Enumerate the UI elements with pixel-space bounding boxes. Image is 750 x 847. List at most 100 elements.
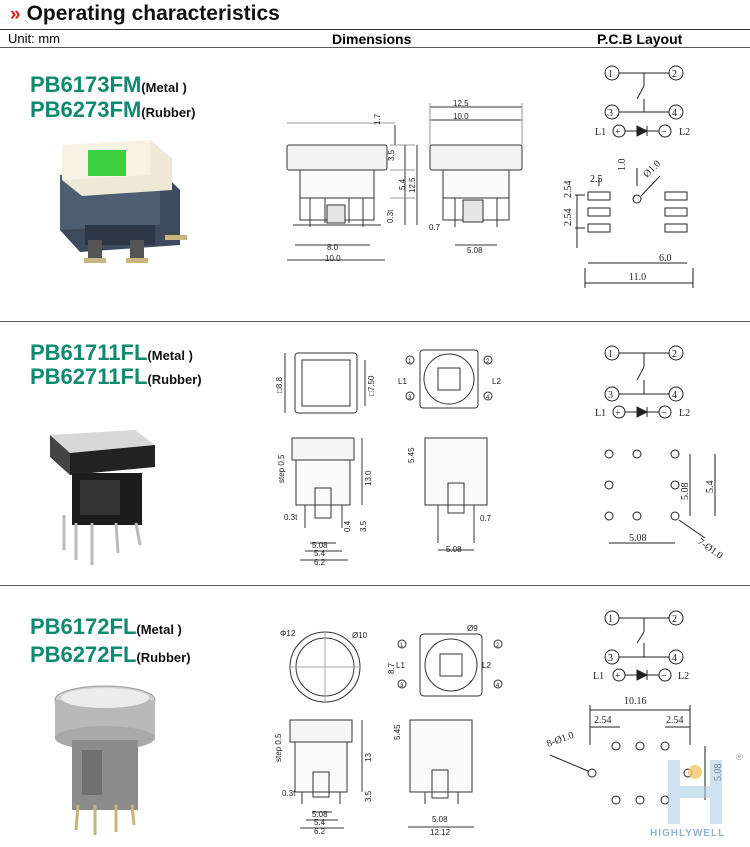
dim-square-outer: 12.5 bbox=[453, 99, 469, 108]
dim-1-0: 1.0 bbox=[617, 159, 628, 172]
dim-8-7: 8.7 bbox=[387, 662, 396, 674]
dim-0-4: 0.4 bbox=[343, 520, 352, 532]
pin-2: 2 bbox=[672, 349, 677, 360]
material-tag: (Metal ) bbox=[136, 622, 182, 637]
dim-phi-12: Φ12 bbox=[280, 629, 296, 638]
dim-holes: 8-Ø1.0 bbox=[545, 730, 575, 750]
minus-sign: − bbox=[661, 671, 667, 682]
pin-3: 3 bbox=[608, 108, 613, 119]
column-header-dimensions: Dimensions bbox=[332, 31, 412, 47]
dim-6-0: 6.0 bbox=[659, 253, 672, 264]
watermark-text: HIGHLYWELL bbox=[650, 828, 726, 839]
dim-base-5-08: 5.08 bbox=[446, 545, 462, 554]
pin-4: 4 bbox=[672, 390, 677, 401]
dim-12-12: 12.12 bbox=[430, 828, 451, 837]
pin-3: 3 bbox=[608, 653, 613, 664]
label-l2: L2 bbox=[482, 661, 491, 670]
dim-width-outer: 10.0 bbox=[325, 254, 341, 263]
dim-6-2: 6.2 bbox=[314, 558, 326, 567]
dim-cap: 3.5 bbox=[387, 149, 396, 161]
model-code: PB61711FL bbox=[30, 340, 148, 365]
label-l1: L1 bbox=[398, 377, 407, 386]
material-tag: (Rubber) bbox=[147, 372, 202, 387]
pin-1: 1 bbox=[408, 359, 412, 365]
dimension-drawing-3: Φ12 Ø10 Ø9 8.7 L1 L2 1 2 3 4 step 0.5 5.… bbox=[274, 624, 503, 837]
page-title-text: Operating characteristics bbox=[26, 2, 280, 25]
model-code: PB6173FM bbox=[30, 72, 142, 97]
dim-10-16: 10.16 bbox=[624, 696, 647, 707]
dim-pitch: 5.08 bbox=[467, 246, 483, 255]
material-tag: (Metal ) bbox=[147, 348, 193, 363]
dim-0-3t: 0.3t bbox=[284, 513, 298, 522]
dim-5-08: 5.08 bbox=[312, 541, 328, 550]
label-l1: L1 bbox=[595, 408, 606, 419]
pin-2: 2 bbox=[672, 69, 677, 80]
pin-2: 2 bbox=[496, 643, 500, 649]
dim-2-54-a: 2.54 bbox=[563, 209, 574, 227]
model-code: PB62711FL bbox=[30, 364, 148, 389]
header-divider bbox=[0, 29, 750, 30]
dim-5-45: 5.45 bbox=[393, 724, 402, 740]
label-l1: L1 bbox=[595, 127, 606, 138]
dim-pin: 0.7 bbox=[429, 223, 441, 232]
model-metal: PB6172FL(Metal ) bbox=[30, 614, 182, 640]
dim-thickness: 0.3t bbox=[386, 209, 395, 223]
dim-holes: 7-Ø1.0 bbox=[695, 536, 724, 558]
dim-total: 12.5 bbox=[408, 177, 417, 193]
dim-2-5: 2.5 bbox=[590, 174, 603, 185]
plus-sign: + bbox=[615, 127, 621, 138]
dim-2-54-b: 2.54 bbox=[563, 181, 574, 199]
dimension-drawing-1: 1.7 3.5 5.4 12.5 0.3t 8.0 10.0 0.7 5.08 … bbox=[286, 99, 523, 263]
label-l1: L1 bbox=[593, 671, 604, 682]
pin-3: 3 bbox=[608, 390, 613, 401]
plus-sign: + bbox=[615, 671, 621, 682]
model-rubber: PB6272FL(Rubber) bbox=[30, 642, 191, 668]
pin-4: 4 bbox=[672, 653, 677, 664]
dim-5-08-v: 5.08 bbox=[680, 483, 691, 501]
dim-2-54-right: 2.54 bbox=[666, 715, 684, 726]
model-code: PB6272FL bbox=[30, 642, 137, 667]
model-code: PB6273FM bbox=[30, 97, 142, 122]
header-bottom-divider bbox=[0, 47, 750, 48]
pcb-layout-3: 1 2 3 4 L1 L2 + − 10.16 2.54 2.54 8-Ø1.0… bbox=[545, 610, 724, 805]
registered-mark: ® bbox=[736, 752, 743, 762]
dim-13: 13 bbox=[364, 753, 373, 762]
pin-1: 1 bbox=[400, 643, 404, 649]
dim-3-5: 3.5 bbox=[359, 520, 368, 532]
pin-3: 3 bbox=[408, 395, 412, 401]
dim-5-4: 5.4 bbox=[314, 549, 326, 558]
dim-square-inner: 10.0 bbox=[453, 112, 469, 121]
dim-base-5-08: 5.08 bbox=[432, 815, 448, 824]
label-l1: L1 bbox=[396, 661, 405, 670]
dim-dia-9: Ø9 bbox=[467, 624, 478, 633]
dim-2-54-left: 2.54 bbox=[594, 715, 612, 726]
dim-sq-7-50: □7.50 bbox=[367, 375, 376, 396]
model-rubber: PB62711FL(Rubber) bbox=[30, 364, 202, 390]
material-tag: (Rubber) bbox=[136, 650, 191, 665]
label-l2: L2 bbox=[679, 127, 690, 138]
dim-body: 5.4 bbox=[398, 178, 407, 190]
column-header-pcb: P.C.B Layout bbox=[597, 31, 683, 47]
watermark-logo: HIGHLYWELL ® bbox=[648, 752, 744, 844]
dim-step: step 0.5 bbox=[274, 733, 283, 762]
pin-2: 2 bbox=[672, 614, 677, 625]
section-divider-1 bbox=[0, 321, 750, 322]
pin-4: 4 bbox=[672, 108, 677, 119]
dim-dia-10: Ø10 bbox=[352, 631, 368, 640]
pin-1: 1 bbox=[608, 349, 613, 360]
dim-3-5: 3.5 bbox=[364, 790, 373, 802]
dim-5-08-h: 5.08 bbox=[629, 533, 647, 544]
minus-sign: − bbox=[661, 408, 667, 419]
dim-5-4: 5.4 bbox=[314, 818, 326, 827]
dim-width-inner: 8.0 bbox=[327, 243, 339, 252]
label-l2: L2 bbox=[492, 377, 501, 386]
model-metal: PB61711FL(Metal ) bbox=[30, 340, 193, 366]
dimension-drawing-2: □8.8 □7.50 L1 L2 1 2 3 4 step 0.5 5.45 1… bbox=[275, 349, 501, 567]
model-rubber: PB6273FM(Rubber) bbox=[30, 97, 195, 123]
dim-11-0: 11.0 bbox=[629, 272, 646, 283]
pin-2: 2 bbox=[486, 359, 490, 365]
highlywell-logo-icon bbox=[668, 760, 722, 824]
material-tag: (Rubber) bbox=[141, 105, 196, 120]
product-photo-round-switch bbox=[54, 685, 156, 835]
pcb-layout-2: 1 2 3 4 L1 L2 + − 5.08 5.4 5.08 7-Ø1.0 bbox=[595, 345, 725, 558]
